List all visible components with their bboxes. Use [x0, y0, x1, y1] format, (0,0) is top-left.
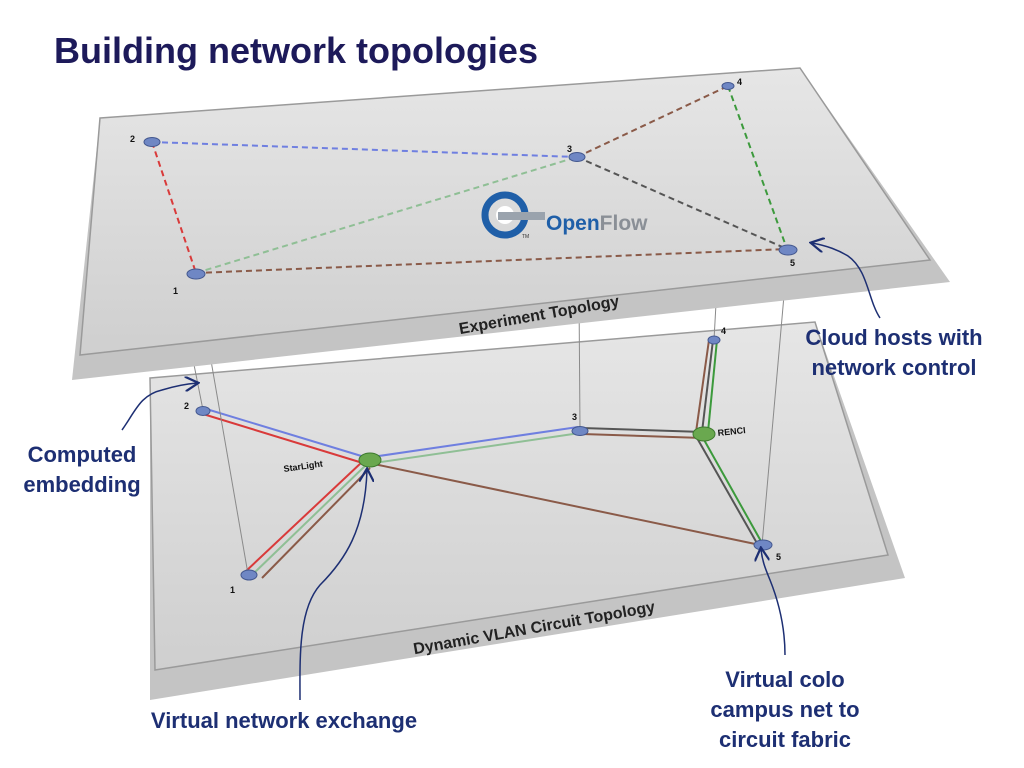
callout-computed-embedding: Computed embedding	[4, 440, 160, 500]
circuit-node-3-label: 3	[572, 412, 577, 422]
experiment-node-1	[186, 268, 206, 280]
openflow-logo-text-open: Open	[546, 212, 600, 235]
callout-virtual-colo: Virtual colo campus net to circuit fabri…	[683, 665, 887, 755]
experiment-node-4-label: 4	[737, 77, 742, 87]
openflow-logo-text-flow: Flow	[600, 212, 648, 235]
experiment-node-5	[778, 244, 798, 256]
slide-title: Building network topologies	[54, 30, 538, 71]
circuit-node-4	[707, 335, 721, 345]
circuit-node-5	[753, 539, 773, 551]
experiment-node-5-label: 5	[790, 258, 795, 268]
circuit-node-3	[571, 426, 589, 436]
svg-text:OpenFlow: OpenFlow	[546, 212, 648, 235]
callout-arrows	[121, 243, 881, 701]
openflow-logo-tm: TM	[522, 234, 529, 240]
callout-computed-embedding-line-2: embedding	[23, 472, 141, 497]
callout-virtual-colo-line-1: Virtual colo	[725, 667, 845, 692]
experiment-nodes: 1 2 3 4 5	[130, 77, 798, 296]
circuit-node-1-label: 1	[230, 585, 235, 595]
openflow-logo: TM OpenFlow	[481, 191, 648, 240]
callout-cloud-hosts-line-1: Cloud hosts with	[805, 325, 983, 350]
circuit-node-4-label: 4	[721, 326, 726, 336]
callout-virtual-exchange-text: Virtual network exchange	[150, 708, 418, 733]
circuit-node-2-label: 2	[184, 401, 189, 411]
renci-label: RENCI	[717, 425, 746, 438]
experiment-node-2	[143, 137, 161, 147]
experiment-node-2-label: 2	[130, 134, 135, 144]
experiment-node-3-label: 3	[567, 144, 572, 154]
circuit-topology-plane: Dynamic VLAN Circuit Topology	[149, 321, 905, 700]
experiment-node-4	[721, 82, 735, 90]
experiment-links	[151, 85, 788, 274]
circuit-node-1	[240, 569, 258, 581]
circuit-node-5-label: 5	[776, 552, 781, 562]
circuit-links	[202, 339, 763, 579]
callout-computed-embedding-line-1: Computed	[27, 442, 137, 467]
callout-cloud-hosts-line-2: network control	[811, 355, 977, 380]
renci-node	[692, 426, 716, 442]
callout-virtual-colo-line-3: circuit fabric	[718, 727, 852, 752]
experiment-node-1-label: 1	[173, 286, 178, 296]
callout-cloud-hosts: Cloud hosts with network control	[788, 323, 1000, 383]
experiment-node-3	[568, 152, 586, 162]
callout-virtual-exchange: Virtual network exchange	[118, 706, 450, 736]
circuit-node-2	[195, 406, 211, 416]
callout-virtual-colo-line-2: campus net to	[710, 697, 860, 722]
starlight-node	[358, 452, 382, 468]
